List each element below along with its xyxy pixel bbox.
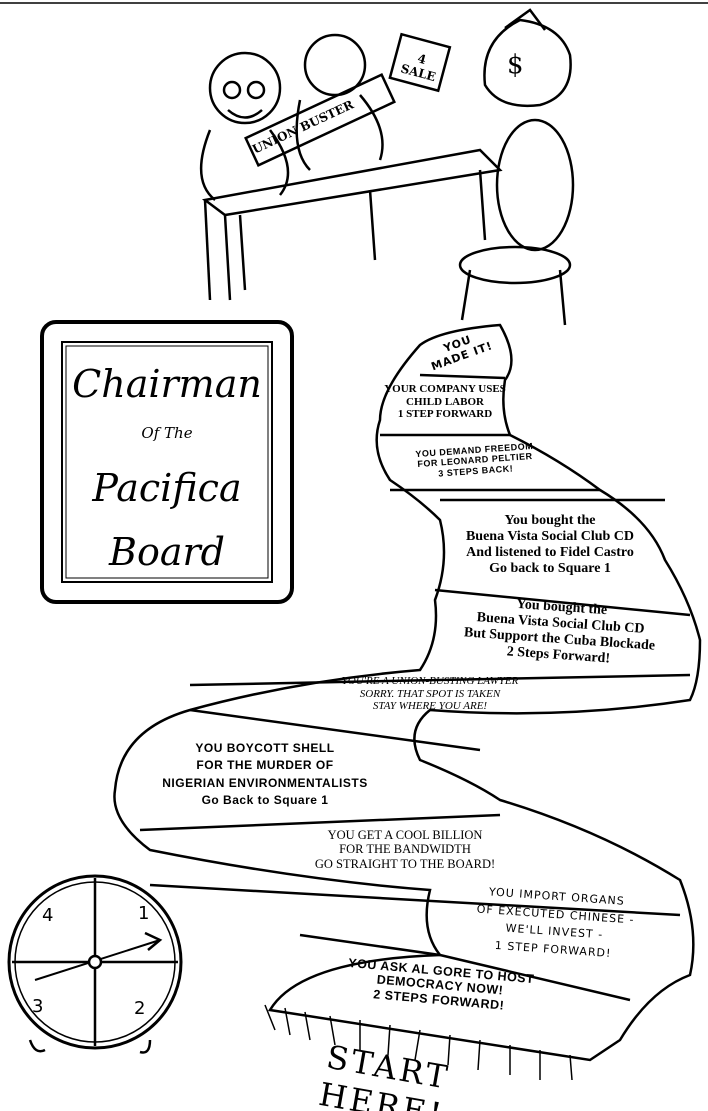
start-fringe [264,1004,573,1081]
square-cool-billion: YOU GET A COOL BILLION FOR THE BANDWIDTH… [314,828,496,871]
chair-drawing [458,118,575,326]
square-union-busting-lawyer: YOU'RE A UNION-BUSTING LAWYER SORRY. THA… [341,675,519,713]
square-boycott-shell: YOU BOYCOTT SHELL FOR THE MURDER OF NIGE… [162,741,368,808]
money-bag-figure [388,8,572,107]
table-drawing [201,148,503,301]
frame-title-board: Board [109,530,225,574]
game-path [113,323,702,1062]
frame-title-pacifica: Pacifica [92,466,242,510]
ornate-frame [40,320,294,604]
square-child-labor: YOUR COMPANY USES CHILD LABOR 1 STEP FOR… [384,383,506,421]
spinner-number-2: 2 [134,998,146,1019]
frame-title-of-the: Of The [141,424,193,442]
frame-title-chairman: Chairman [72,362,262,406]
spinner-number-1: 1 [138,903,150,924]
spinner-number-4: 4 [42,905,54,926]
spinner-drawing [7,874,183,1054]
bald-man-figure [244,33,396,171]
spinner-number-3: 3 [32,996,44,1017]
dollar-sign-icon: $ [507,50,524,80]
square-buena-vista-castro: You bought the Buena Vista Social Club C… [465,513,635,577]
square-import-organs: YOU IMPORT ORGANS OF EXECUTED CHINESE - … [476,885,635,960]
chairman-figure [199,51,290,201]
